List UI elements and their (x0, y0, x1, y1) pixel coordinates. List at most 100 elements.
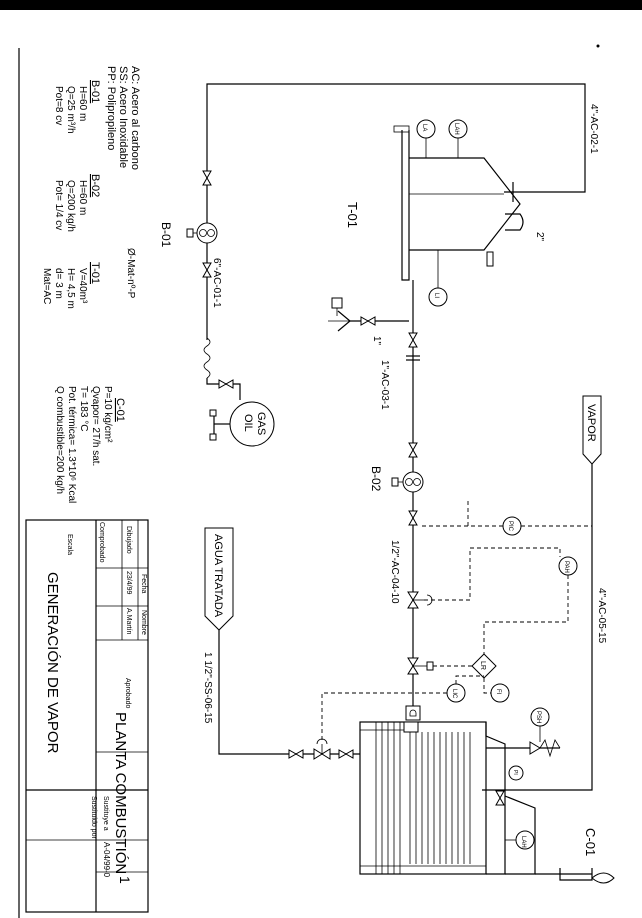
ratio-relay: LR (471, 653, 497, 679)
line-4in-ac-02-1 (206, 83, 586, 340)
spec-c01-line1: P=10 kg/cm² (102, 386, 113, 443)
spec-b02-line3: Pot= 1/4 cv (53, 180, 64, 230)
spec-c01-line5: Q combustible=200 kg/h (54, 386, 65, 494)
legend-material-pp: PP: Polipropileno (105, 66, 117, 150)
tag-pump-b02: B-02 (369, 466, 383, 492)
spec-c01-tag: C-01 (114, 398, 126, 422)
control-valve (407, 591, 433, 609)
title-block (25, 519, 149, 913)
spec-c01-line2: Qvapor= 2T/h sat. (90, 386, 101, 466)
label-line-l5: 4"-AC-05-15 (596, 588, 607, 644)
tag-pump-b01: B-01 (159, 222, 173, 248)
instrument-bubble: LAH (505, 830, 535, 850)
label-line-l1: 4"-AC-02-1 (588, 104, 599, 154)
instrument-label: PIC (507, 521, 513, 532)
instrument-label: PI (512, 770, 518, 775)
instrument-bubble: LI (428, 250, 448, 307)
spec-b02: B-02 H=60 m Q=200 kg/h Pot= 1/4 cv (53, 174, 101, 232)
spec-b01: B-01 H=60 m Q=25 m³/h Pot=8 cv (53, 80, 101, 134)
agua-tratada-flag: AGUA TRATADA (204, 527, 234, 631)
instrument-label: PAH (563, 561, 569, 573)
instrument-label: PSH (535, 711, 541, 723)
gas-oil-label-1: GAS (255, 412, 267, 435)
drawing-subtitle: GENERACIÓN DE VAPOR (44, 572, 61, 754)
tag-boiler-c01: C-01 (583, 828, 598, 856)
valve-vertical (495, 790, 505, 806)
material-legend: AC: Acero al carbono SS: Acero Inoxidabl… (105, 66, 141, 170)
spec-b02-tag: B-02 (89, 174, 101, 197)
valve-horizontal (288, 749, 304, 759)
label-line-l4: 1/2"-AC-04-10 (389, 540, 400, 604)
spec-t01-line2: H= 4,5 m (65, 268, 76, 309)
title-header-fecha: Fecha (140, 574, 147, 594)
gas-oil-support-foot (209, 409, 217, 417)
title-row-comprobado: Comprobado (98, 522, 105, 563)
spec-t01-tag: T-01 (89, 262, 101, 284)
gas-oil-support-foot (209, 433, 217, 441)
instrument-label: LIC (451, 689, 457, 699)
valve-horizontal (218, 379, 234, 389)
spec-c01: C-01 P=10 kg/cm² Qvapor= 2T/h sat. T= 18… (54, 386, 126, 503)
valve-horizontal (360, 316, 376, 326)
label-drain-size: 2" (534, 232, 545, 242)
valve-horizontal (338, 749, 354, 759)
stack-cap (591, 872, 615, 884)
spec-b01-line2: Q=25 m³/h (65, 86, 76, 134)
instrument-bubble: PSH (530, 707, 550, 742)
agua-tratada-label: AGUA TRATADA (212, 534, 224, 618)
signal-line (483, 678, 491, 694)
signal-line (467, 499, 470, 526)
signal-line (321, 692, 447, 742)
instrument-bubble: FI (490, 683, 510, 703)
spec-t01: T-01 V=40m³ H= 4,5 m d= 3 m Mat=AC (41, 262, 101, 309)
fuel-suction-line (206, 378, 241, 400)
label-line-l6: 1 1/2"-SS-06-15 (202, 652, 213, 724)
line-1-1-2in-ss-06-15 (218, 630, 360, 755)
drawing-title: PLANTA COMBUSTIÓN (112, 712, 129, 874)
title-row-dibujado: Dibujado (125, 526, 132, 554)
scan-dot (596, 44, 600, 48)
title-sustituye: Sustituye a (102, 796, 109, 831)
tag-tank-t01: T-01 (345, 202, 360, 228)
signal-line (455, 675, 484, 684)
control-valve (313, 738, 331, 760)
title-aprobado: Aprobado (124, 678, 131, 708)
title-sustituido: Sustituido por (90, 796, 97, 839)
instrument-label: LA (421, 124, 427, 131)
control-valve (407, 657, 434, 675)
instrument-bubble: LAH (448, 119, 468, 158)
title-row-escala: Escala (66, 534, 73, 555)
instrument-bubble: LA (416, 119, 436, 158)
title-header-nombre: Nombre (140, 610, 147, 635)
instrument-label: LAH (520, 836, 526, 848)
tank-t01 (393, 125, 521, 281)
valve-vertical (408, 510, 418, 526)
pipe-code-legend: Ø-Mat-nº-P (125, 248, 136, 299)
signal-line (483, 575, 569, 654)
line-4in-ac-05-15 (482, 464, 593, 791)
pressure-relief (486, 739, 561, 758)
instrument-label: FI (495, 689, 501, 695)
title-sheet-number: 1 (117, 876, 133, 884)
instrument-label: LAH (453, 123, 459, 135)
spec-b02-line1: H=60 m (77, 180, 88, 215)
title-code: A-04/99-0 (102, 842, 111, 878)
label-line-l2: 6"-AC-01-1 (211, 258, 222, 308)
valve-vertical (408, 332, 418, 348)
label-line-l3: 1"-AC-03-1 (379, 360, 390, 410)
tank-drain-seal (505, 213, 524, 231)
instrument-label: LI (433, 293, 439, 298)
valve-vertical (202, 262, 212, 278)
gas-oil-label-2: OIL (242, 414, 254, 432)
spec-t01-line3: d= 3 m (53, 268, 64, 299)
instrument-bubble: PAH (558, 556, 578, 576)
title-dibujado-fecha: 23/4/99 (125, 571, 132, 594)
spec-c01-line4: Pot. térmica= 1.3*10⁶ Kcal (66, 386, 77, 503)
boiler-c01 (359, 721, 506, 875)
vapor-flag: VAPOR (582, 395, 602, 465)
legend-material-ac: AC: Acero al carbono (129, 66, 141, 170)
legend-material-ss: SS: Acero Inoxidable (117, 66, 129, 168)
signal-line (424, 547, 561, 601)
instrument-bubble: PIC (502, 516, 522, 536)
